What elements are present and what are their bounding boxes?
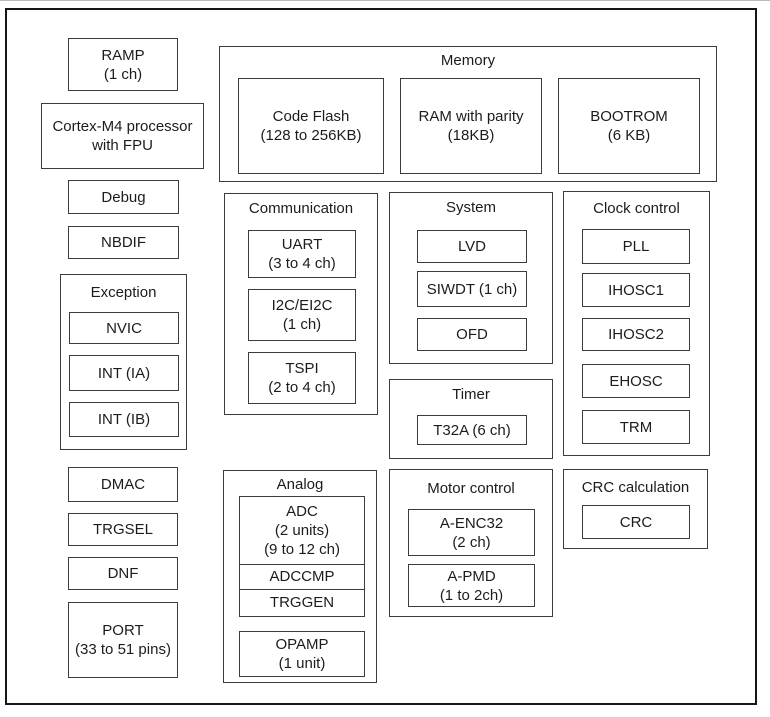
block-opamp: OPAMP (1 unit) xyxy=(239,631,365,677)
block-code-flash: Code Flash (128 to 256KB) xyxy=(238,78,384,174)
block-nvic: NVIC xyxy=(69,312,179,344)
block-int-ib: INT (IB) xyxy=(69,402,179,437)
block-t32a: T32A (6 ch) xyxy=(417,415,527,445)
block-tspi: TSPI (2 to 4 ch) xyxy=(248,352,356,404)
block-trgsel: TRGSEL xyxy=(68,513,178,546)
block-pll: PLL xyxy=(582,229,690,264)
block-trm: TRM xyxy=(582,410,690,444)
section-label-exception: Exception xyxy=(90,284,157,301)
block-siwdt: SIWDT (1 ch) xyxy=(417,271,527,307)
diagram-outer-frame xyxy=(5,8,757,705)
section-communication: Communication UART (3 to 4 ch) I2C/EI2C … xyxy=(224,193,378,415)
section-memory: Memory Code Flash (128 to 256KB) RAM wit… xyxy=(219,46,717,182)
block-bootrom: BOOTROM (6 KB) xyxy=(558,78,700,174)
section-analog: Analog ADC (2 units) (9 to 12 ch) ADCCMP… xyxy=(223,470,377,683)
section-motor-control: Motor control A-ENC32 (2 ch) A-PMD (1 to… xyxy=(389,469,553,617)
section-clock-control: Clock control PLL IHOSC1 IHOSC2 EHOSC TR… xyxy=(563,191,710,456)
section-label-memory: Memory xyxy=(440,52,496,69)
block-int-ia: INT (IA) xyxy=(69,355,179,391)
block-trggen: TRGGEN xyxy=(239,588,365,617)
section-label-motor-control: Motor control xyxy=(427,480,515,497)
block-ehosc: EHOSC xyxy=(582,364,690,398)
section-system: System LVD SIWDT (1 ch) OFD xyxy=(389,192,553,364)
block-port: PORT (33 to 51 pins) xyxy=(68,602,178,678)
section-label-timer: Timer xyxy=(452,386,490,403)
block-ihosc2: IHOSC2 xyxy=(582,318,690,351)
block-lvd: LVD xyxy=(417,230,527,263)
section-label-clock-control: Clock control xyxy=(593,200,680,217)
section-crc-calculation: CRC calculation CRC xyxy=(563,469,708,549)
section-timer: Timer T32A (6 ch) xyxy=(389,379,553,459)
block-ramp: RAMP (1 ch) xyxy=(68,38,178,91)
section-label-crc-calculation: CRC calculation xyxy=(581,479,690,496)
section-label-system: System xyxy=(445,199,496,216)
section-label-communication: Communication xyxy=(248,200,354,217)
section-exception: Exception NVIC INT (IA) INT (IB) xyxy=(60,274,187,450)
block-nbdif: NBDIF xyxy=(68,226,179,259)
section-label-analog: Analog xyxy=(276,476,324,493)
block-adc: ADC (2 units) (9 to 12 ch) xyxy=(239,496,365,565)
block-adccmp: ADCCMP xyxy=(239,563,365,590)
block-dmac: DMAC xyxy=(68,467,178,502)
block-uart: UART (3 to 4 ch) xyxy=(248,230,356,278)
block-a-enc32: A-ENC32 (2 ch) xyxy=(408,509,535,556)
block-a-pmd: A-PMD (1 to 2ch) xyxy=(408,564,535,607)
block-ram-with-parity: RAM with parity (18KB) xyxy=(400,78,542,174)
block-debug: Debug xyxy=(68,180,179,214)
block-dnf: DNF xyxy=(68,557,178,590)
adc-stack: ADC (2 units) (9 to 12 ch) ADCCMP TRGGEN xyxy=(239,496,365,617)
block-crc: CRC xyxy=(582,505,690,539)
block-ihosc1: IHOSC1 xyxy=(582,273,690,307)
block-i2c-ei2c: I2C/EI2C (1 ch) xyxy=(248,289,356,341)
block-cortex-m4: Cortex-M4 processor with FPU xyxy=(41,103,204,169)
block-ofd: OFD xyxy=(417,318,527,351)
